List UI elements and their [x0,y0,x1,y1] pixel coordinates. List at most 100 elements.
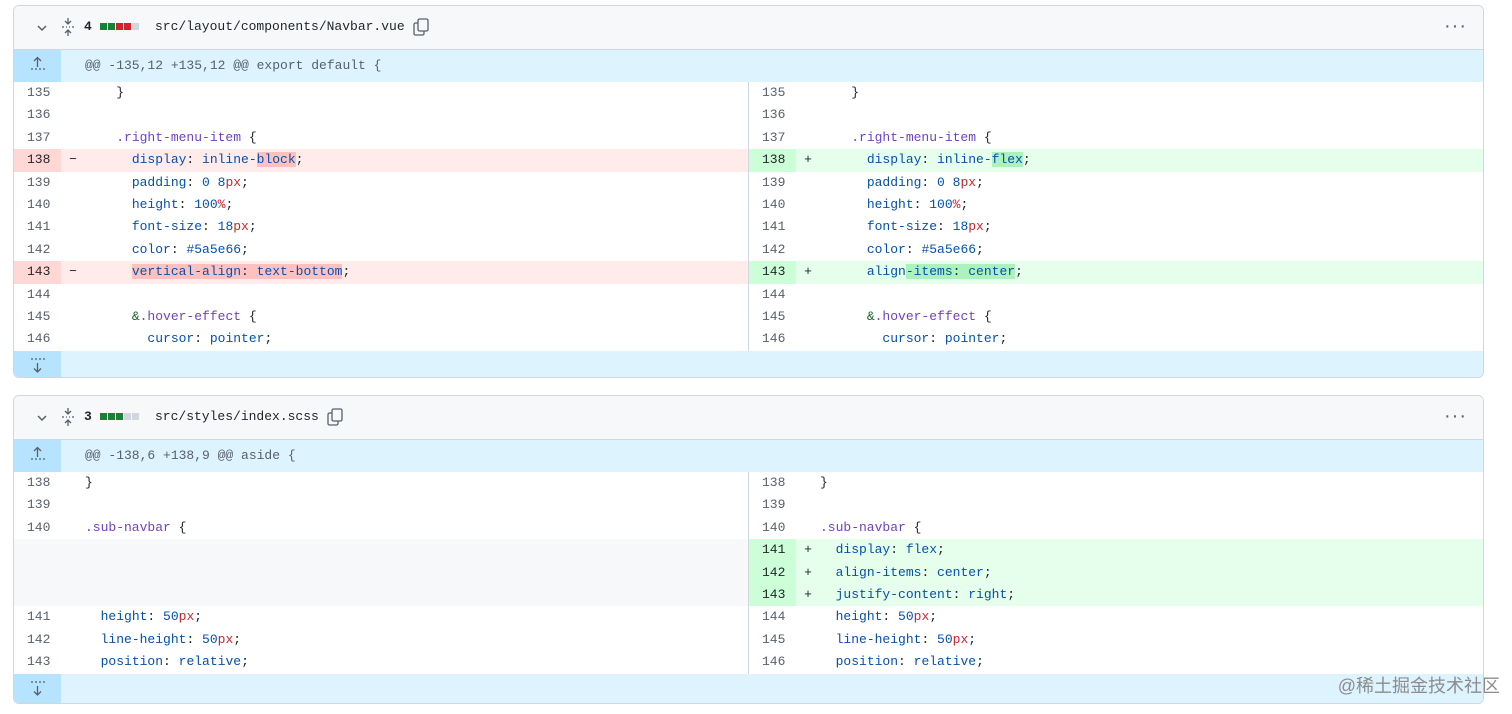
code-token: 100 [194,196,218,212]
line-number[interactable]: 137 [762,129,786,145]
line-number[interactable]: 136 [27,107,51,123]
code-token: ; [241,654,249,670]
file-path-link[interactable]: src/layout/components/Navbar.vue [155,19,405,34]
expand-up-button[interactable] [14,50,61,82]
line-number[interactable]: 145 [27,308,51,324]
code-token: ; [264,331,273,347]
line-number[interactable]: 135 [27,85,51,100]
line-number[interactable]: 141 [762,219,786,235]
diffstat-block [132,413,139,420]
code-token [85,632,101,647]
code-token: : [194,331,210,347]
line-number[interactable]: 141 [27,219,51,235]
code-token: : [952,586,969,602]
line-number[interactable]: 143 [749,261,796,284]
line-number[interactable]: 140 [27,519,51,535]
line-number[interactable]: 141 [27,609,51,625]
deleted-line: 138− display: inline-block; [14,149,748,172]
line-number[interactable]: 135 [762,85,786,100]
added-line: 143+ align-items: center; [749,261,1483,284]
line-number[interactable]: 144 [762,609,786,625]
line-number[interactable]: 146 [762,331,786,347]
code-token: position [835,654,899,670]
code-token: padding [866,174,922,190]
line-number[interactable]: 142 [749,561,796,584]
kebab-horizontal-icon[interactable]: ··· [1444,15,1467,37]
code-content: justify-content: right; [820,584,1015,606]
code-token: { [976,308,992,324]
line-number[interactable]: 144 [27,286,51,302]
line-number[interactable]: 141 [749,539,796,562]
line-number[interactable]: 146 [762,654,786,670]
code-token [820,587,836,602]
line-number[interactable]: 138 [762,475,786,490]
line-number[interactable]: 138 [14,149,61,172]
code-token [85,152,132,167]
code-token: ; [983,219,992,235]
code-token: text-bottom [256,264,343,280]
code-token: relative [178,654,242,670]
line-number[interactable]: 140 [27,196,51,212]
code-token: color [866,241,906,257]
context-line: 139 padding: 0 8px; [749,172,1483,194]
code-token: ; [1015,264,1023,280]
line-number[interactable]: 137 [27,129,51,145]
unfold-icon[interactable] [60,17,76,37]
code-token [85,609,101,624]
kebab-horizontal-icon[interactable]: ··· [1444,405,1467,427]
expand-up-button[interactable] [14,440,61,472]
line-number[interactable]: 140 [762,519,786,535]
file-path-link[interactable]: src/styles/index.scss [155,409,319,424]
line-number[interactable]: 142 [762,241,786,257]
diff-marker [61,306,85,328]
diff-marker [61,328,85,350]
code-token: ; [248,219,257,235]
code-content: height: 100%; [820,194,968,216]
line-number[interactable]: 146 [27,331,51,347]
line-number[interactable]: 139 [27,174,51,190]
code-token: color [131,241,171,257]
code-token: 100 [929,196,953,212]
context-line: 140.sub-navbar { [14,517,748,539]
line-number[interactable]: 143 [27,654,51,670]
line-number[interactable]: 140 [762,196,786,212]
line-number[interactable]: 138 [27,475,51,490]
expand-down-button[interactable] [14,350,61,377]
line-number[interactable]: 142 [27,241,51,257]
diff-marker [61,606,85,628]
line-number[interactable]: 139 [762,174,786,190]
code-token: px [178,609,195,625]
line-number[interactable]: 145 [762,631,786,647]
code-content: font-size: 18px; [85,216,257,238]
diff-marker [61,82,85,104]
code-token: pointer [944,331,1000,347]
copy-icon[interactable] [327,408,343,426]
line-number[interactable]: 143 [14,261,61,284]
diff-marker: + [804,152,812,168]
chevron-down-icon[interactable] [34,20,50,36]
code-token: ; [342,264,351,280]
chevron-down-icon[interactable] [34,410,50,426]
line-number[interactable]: 144 [762,286,786,302]
code-content: line-height: 50px; [85,629,241,651]
line-number[interactable]: 142 [27,631,51,647]
code-token: ; [1007,586,1016,602]
code-token: ; [976,174,984,190]
code-token: ; [976,654,984,670]
code-token: 18 [952,219,969,235]
code-content: padding: 0 8px; [820,172,984,194]
unfold-icon[interactable] [60,407,76,427]
code-token: cursor [147,331,195,347]
line-number[interactable]: 136 [762,107,786,123]
copy-icon[interactable] [413,18,429,36]
code-token: ; [295,152,304,168]
code-token: ; [983,564,992,580]
line-number[interactable]: 139 [762,497,786,513]
line-number[interactable]: 145 [762,308,786,324]
code-token: font-size [866,219,938,235]
line-number[interactable]: 143 [749,583,796,607]
expand-down-button[interactable] [14,673,61,703]
line-number[interactable]: 139 [27,497,51,513]
line-number[interactable]: 138 [749,149,796,172]
code-content: position: relative; [820,651,984,673]
